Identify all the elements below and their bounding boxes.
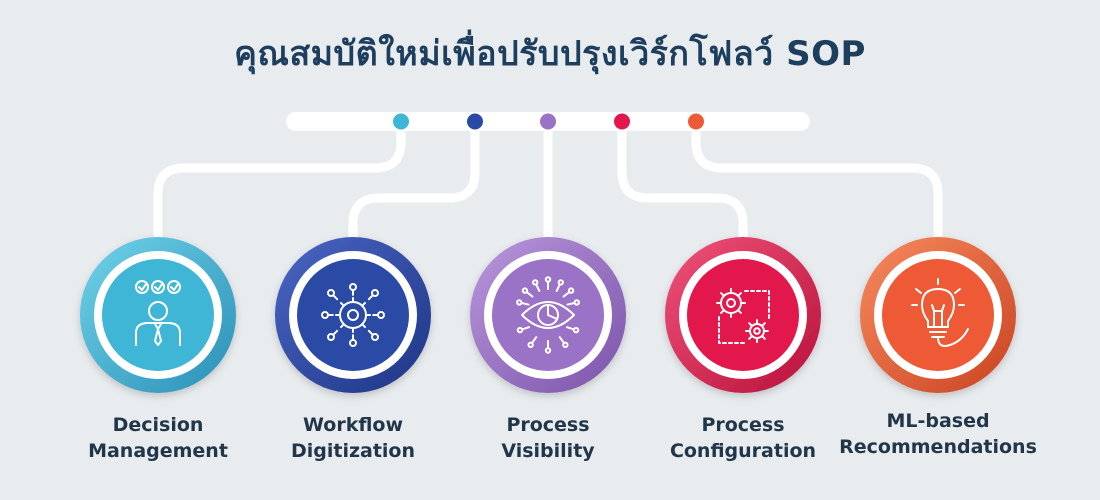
- connector-line: [691, 117, 943, 244]
- eye-chart-icon: [516, 276, 580, 354]
- feature-label-line: Configuration: [669, 440, 817, 462]
- inner-disc: [297, 259, 409, 371]
- timeline-dot: [540, 113, 556, 130]
- feature-circle: [80, 237, 236, 393]
- feature-circle: [275, 237, 431, 393]
- feature-circle: [860, 237, 1016, 393]
- feature-label-line: Workflow: [302, 414, 404, 436]
- digital-gear-network-icon: [321, 283, 385, 347]
- timeline-dot: [467, 113, 483, 130]
- gears-config-icon: [716, 288, 770, 344]
- feature-label-line: Digitization: [290, 440, 416, 462]
- feature-label-line: Decision: [112, 414, 204, 436]
- feature-label-line: Process: [701, 414, 785, 436]
- page-title: คุณสมบัติใหม่เพื่อปรับปรุงเวิร์กโฟลว์ SO…: [234, 34, 866, 74]
- timeline-dot: [688, 113, 704, 130]
- feature-circles: [80, 237, 1016, 393]
- feature-label-line: Visibility: [501, 440, 595, 462]
- timeline-dots: [393, 113, 704, 130]
- inner-disc: [102, 259, 214, 371]
- connector-line: [348, 117, 480, 244]
- decision-person-icon: [135, 280, 181, 346]
- feature-label-line: ML-based: [886, 410, 990, 432]
- feature-label-line: Process: [506, 414, 590, 436]
- feature-label-line: Recommendations: [839, 436, 1037, 458]
- connector-line: [617, 117, 748, 244]
- connector-line: [153, 117, 406, 244]
- timeline-dot: [614, 113, 630, 130]
- feature-circle: [470, 237, 626, 393]
- connector-lines: [153, 117, 943, 244]
- timeline-dot: [393, 113, 409, 130]
- feature-circle: [665, 237, 821, 393]
- feature-label-line: Management: [88, 440, 228, 462]
- inner-disc: [882, 259, 994, 371]
- lightbulb-icon: [911, 278, 969, 347]
- inner-disc: [687, 259, 799, 371]
